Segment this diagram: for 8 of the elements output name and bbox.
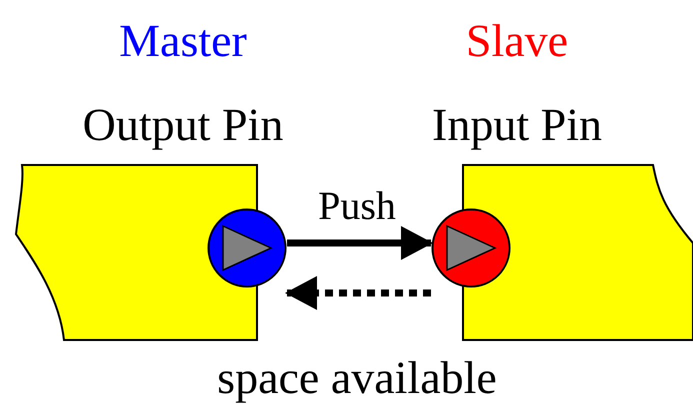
pin-label: Master — [119, 18, 247, 64]
pin-label: Output Pin — [82, 102, 284, 148]
edge-label: space available — [217, 355, 497, 401]
pin-label: Slave — [466, 18, 568, 64]
arrow — [285, 276, 431, 310]
arrow — [287, 226, 433, 260]
pin-label: Input Pin — [432, 102, 602, 148]
edge-label: Push — [318, 186, 396, 226]
